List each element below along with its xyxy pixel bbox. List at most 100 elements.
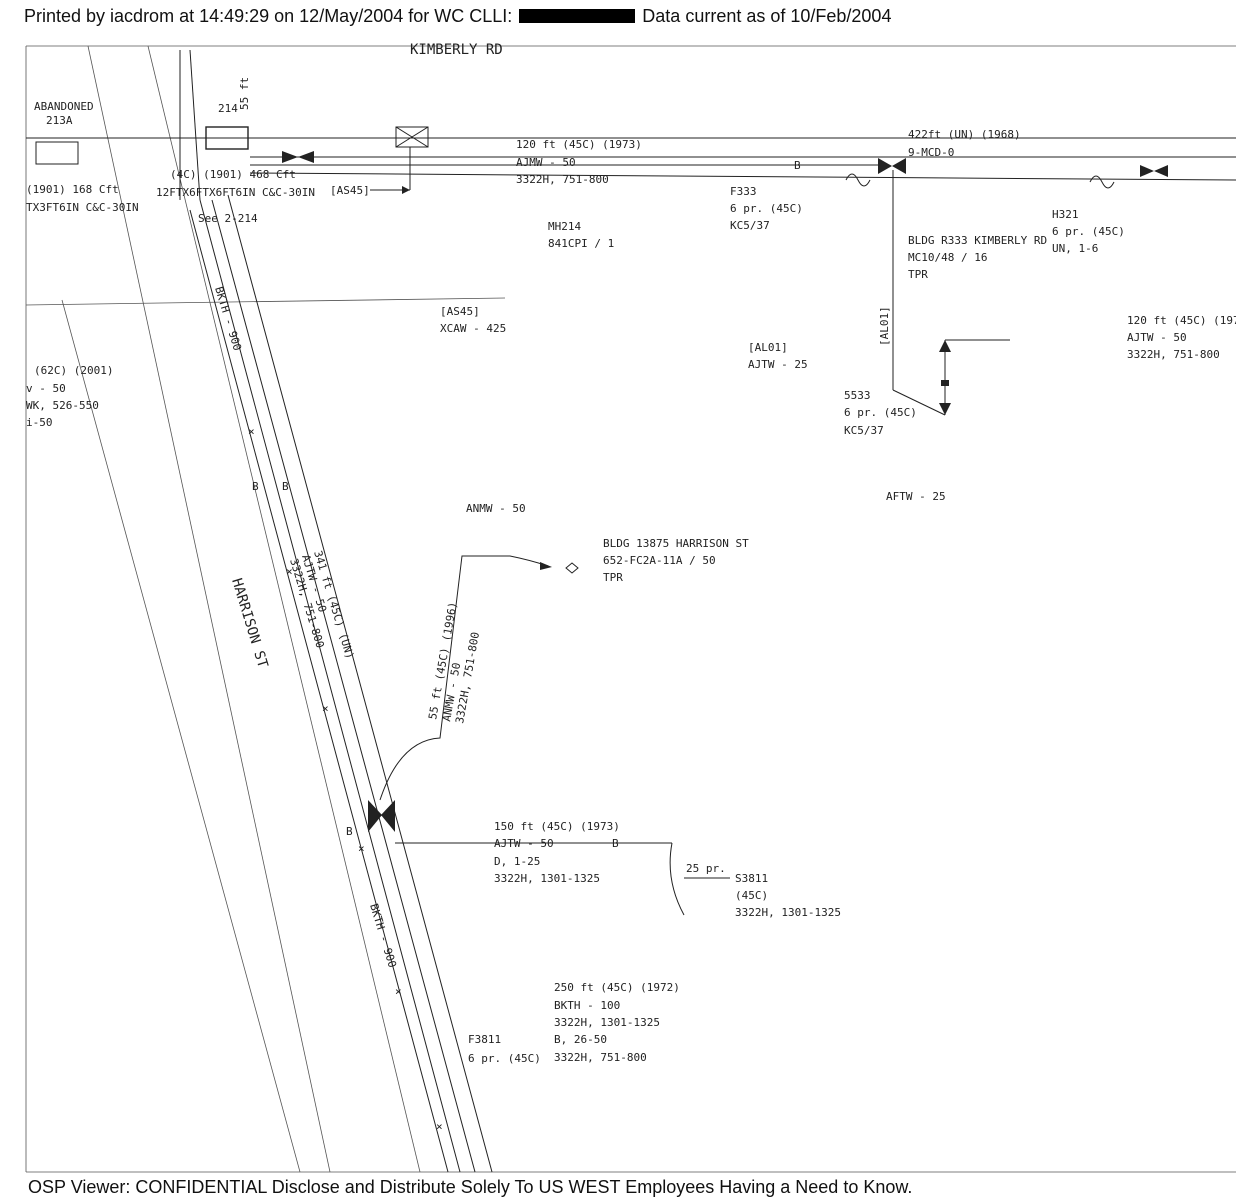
printed-by-text: Printed by iacdrom at 14:49:29 on 12/May… [24, 6, 513, 26]
bldg-13875-1: BLDG 13875 HARRISON ST [603, 537, 749, 550]
cable-line-4[interactable] [227, 194, 493, 1173]
loop-symbol-1 [845, 173, 871, 187]
f333-1: F333 [730, 185, 757, 198]
f3811-1: F3811 [468, 1033, 501, 1046]
right-cable-1: 120 ft (45C) (1973) [1127, 314, 1236, 327]
c422-1: 422ft (UN) (1968) [908, 128, 1021, 141]
as45-b1: [AS45] [440, 305, 480, 318]
as45-a: [AS45] [330, 184, 370, 197]
mh-214-label: 214 [218, 102, 238, 115]
c4-label: (4C) (1901) 468 Cft [170, 168, 296, 181]
left-cable-4: i-50 [26, 416, 53, 429]
mh214-2: 841CPI / 1 [548, 237, 614, 250]
vertical-55ft: 55 ft [238, 77, 251, 110]
confidential-footer: OSP Viewer: CONFIDENTIAL Disclose and Di… [28, 1177, 913, 1197]
cross-mark: × [358, 842, 365, 855]
al01-2: AJTW - 25 [748, 358, 808, 371]
bkth-900-b: BKTH - 900 [367, 902, 399, 969]
left-cable-1: (62C) (2001) [34, 364, 113, 377]
pr25-label: 25 pr. [686, 862, 726, 875]
bldg-13875-2: 652-FC2A-11A / 50 [603, 554, 716, 567]
harrison-splice-b [381, 800, 395, 832]
h321-3: UN, 1-6 [1052, 242, 1098, 255]
see-label: See 2-214 [198, 212, 258, 225]
street-harrison: HARRISON ST [228, 576, 271, 670]
s533-2: 6 pr. (45C) [844, 406, 917, 419]
cross-mark: × [395, 985, 402, 998]
cable-top-1: 120 ft (45C) (1973) [516, 138, 642, 151]
harrison-center-line [147, 45, 421, 1173]
cable-line-2[interactable] [199, 199, 461, 1173]
splice-arrow-3 [878, 158, 892, 174]
c250-1: 250 ft (45C) (1972) [554, 981, 680, 994]
c150-4: 3322H, 1301-1325 [494, 872, 600, 885]
c150-3: D, 1-25 [494, 855, 540, 868]
c250-2: BKTH - 100 [554, 999, 620, 1012]
harrison-west-edge [87, 45, 331, 1173]
h321-2: 6 pr. (45C) [1052, 225, 1125, 238]
s533-3: KC5/37 [844, 424, 884, 437]
bldg-13875-arrow [540, 562, 552, 570]
cable-line-1[interactable] [189, 209, 449, 1173]
as45-arrow [402, 186, 410, 194]
s3811-3: 3322H, 1301-1325 [735, 906, 841, 919]
anmw-label: ANMW - 50 [466, 502, 526, 515]
splice-arrow-4 [892, 158, 906, 174]
left-cable-3: WK, 526-550 [26, 399, 99, 412]
loop-symbol-2 [1089, 175, 1115, 189]
al01-1: [AL01] [748, 341, 788, 354]
harrison-splice-a [368, 800, 382, 832]
cross-mark: × [436, 1120, 443, 1133]
drop-marker [941, 380, 949, 386]
bldg-13875-3: TPR [603, 571, 623, 584]
drop-arrow-down [939, 403, 951, 415]
f333-3: KC5/37 [730, 219, 770, 232]
cross-mark: × [322, 702, 329, 715]
redacted-clli-box [519, 9, 636, 23]
abandoned-manhole-213a[interactable] [35, 141, 79, 165]
branch-bldg-13875[interactable] [379, 555, 549, 801]
b-label-2: B [612, 837, 619, 850]
c150-2: AJTW - 50 [494, 837, 554, 850]
cable-up-2[interactable] [189, 49, 201, 201]
cable-1901: (1901) 168 Cft [26, 183, 119, 196]
c422-2: 9-MCD-0 [908, 146, 954, 159]
right-cable-2: AJTW - 50 [1127, 331, 1187, 344]
tx3-label: TX3FT6IN C&C-30IN [26, 201, 139, 214]
c250-4: B, 26-50 [554, 1033, 607, 1046]
splice-arrow-5 [1140, 165, 1154, 177]
bldg-13875-diamond [565, 562, 579, 574]
cable-top-3: 3322H, 751-800 [516, 173, 609, 186]
print-header: Printed by iacdrom at 14:49:29 on 12/May… [24, 6, 891, 27]
b-label-c: B [346, 825, 353, 838]
cross-mark: × [248, 425, 255, 438]
splice-arrow-1 [282, 151, 298, 163]
s3811-2: (45C) [735, 889, 768, 902]
al01-vertical: [AL01] [878, 306, 891, 346]
cross-street-line [25, 297, 506, 306]
manhole-214[interactable] [205, 126, 249, 150]
h321-1: H321 [1052, 208, 1079, 221]
aftw-label: AFTW - 25 [886, 490, 946, 503]
splice-arrow-6 [1154, 165, 1168, 177]
s3811-1: S3811 [735, 872, 768, 885]
b-label-b: B [282, 480, 289, 493]
cross-mark: × [286, 565, 293, 578]
drop-r333-b[interactable] [892, 389, 946, 416]
street-kimberly: KIMBERLY RD [410, 42, 503, 58]
bldg-r333-2: MC10/48 / 16 [908, 251, 987, 264]
c250-3: 3322H, 1301-1325 [554, 1016, 660, 1029]
kimberly-cable-3[interactable] [249, 172, 1236, 181]
terminal-box[interactable] [395, 126, 429, 148]
s533-1: 5533 [844, 389, 871, 402]
right-cable-3: 3322H, 751-800 [1127, 348, 1220, 361]
cable-top-2: AJMW - 50 [516, 156, 576, 169]
terminal-box-cross-2 [395, 126, 429, 148]
cable-line-3[interactable] [211, 199, 476, 1173]
splice-arrow-2 [298, 151, 314, 163]
abandoned-label: ABANDONED [34, 100, 94, 113]
bldg-r333-1: BLDG R333 KIMBERLY RD [908, 234, 1047, 247]
branch-s3811-curve [669, 842, 685, 916]
drop-arrow-up [939, 340, 951, 352]
